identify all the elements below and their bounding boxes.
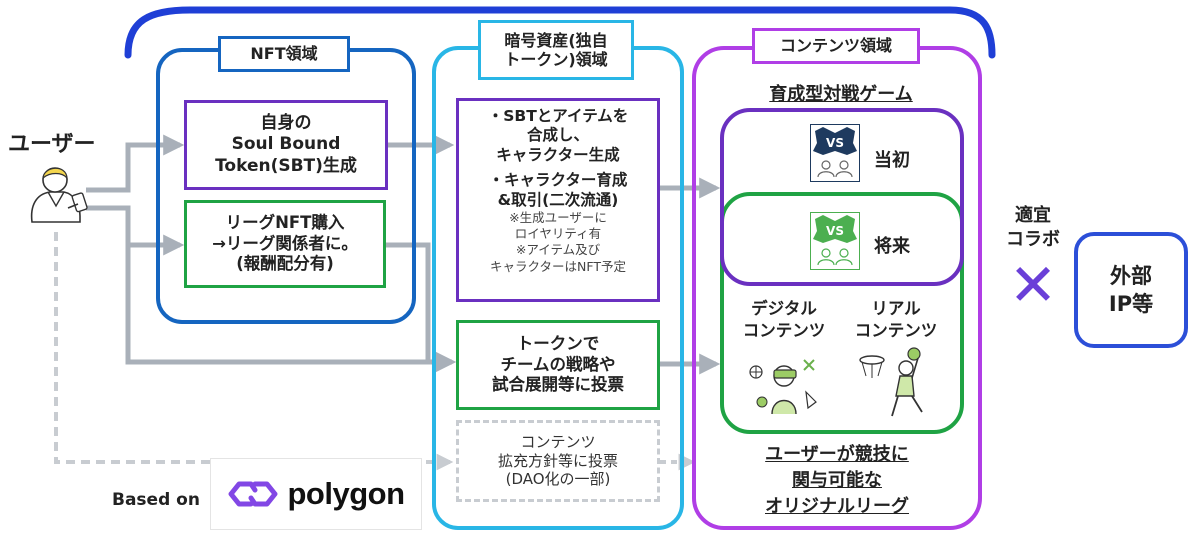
sbt-generation-text: 自身の Soul Bound Token(SBT)生成 [215, 113, 357, 176]
digital-content-label: デジタル コンテンツ [742, 299, 826, 341]
token-vote-text: トークンで チームの戦略や 試合展開等に投票 [492, 334, 624, 395]
svg-text:VS: VS [826, 136, 844, 150]
crypto-main-line-4: ・キャラクター育成 [488, 171, 628, 190]
crypto-main-line-2: 合成し、 [526, 126, 589, 145]
nft-area-title: NFT領域 [218, 36, 350, 72]
dao-vote-text: コンテンツ 拡充方針等に投票 (DAO化の一部) [497, 432, 618, 489]
league-caption-line-3: オリジナルリーグ [765, 496, 909, 518]
collab-cross-icon: ✕ [1008, 251, 1058, 319]
initial-label: 当初 [874, 150, 910, 171]
arrow-user-to-sbt [86, 134, 185, 193]
league-caption-line-1: ユーザーが競技に [765, 444, 909, 465]
original-league-caption: ユーザーが競技に 関与可能な オリジナルリーグ [704, 442, 970, 520]
arrow-user-to-dao-dashed [54, 232, 454, 471]
crypto-note-line-4: キャラクターはNFT予定 [490, 258, 626, 274]
external-ip-text: 外部 IP等 [1108, 263, 1154, 316]
content-area-title: コンテンツ領域 [752, 28, 920, 64]
crypto-main-line-5: &取引(二次流通) [497, 190, 619, 209]
crypto-note-line-1: ※生成ユーザーに [509, 209, 607, 225]
token-vote-box: トークンで チームの戦略や 試合展開等に投票 [456, 320, 660, 410]
vs-badge-icon: VS [810, 124, 860, 182]
league-caption-line-2: 関与可能な [792, 470, 882, 492]
character-generation-box: ・SBTとアイテムを 合成し、 キャラクター生成 ・キャラクター育成 &取引(二… [456, 98, 660, 302]
arrow-user-to-league [86, 205, 185, 256]
polygon-logo-icon [228, 481, 278, 507]
dao-vote-box: コンテンツ 拡充方針等に投票 (DAO化の一部) [456, 420, 660, 502]
real-content-label: リアル コンテンツ [854, 299, 938, 341]
crypto-area-title: 暗号資産(独自 トークン)領域 [478, 20, 634, 80]
crypto-main-line-1: ・SBTとアイテムを [487, 107, 629, 125]
based-on-label: Based on [112, 490, 200, 510]
arrow-league-to-vote [386, 242, 431, 362]
user-label: ユーザー [8, 132, 96, 157]
league-nft-text: リーグNFT購入 →リーグ関係者に。 (報酬配分有) [212, 213, 358, 274]
top-bracket-arc [124, 6, 996, 59]
future-label: 将来 [874, 236, 910, 257]
polygon-logo: polygon [210, 458, 422, 530]
sbt-generation-box: 自身の Soul Bound Token(SBT)生成 [184, 100, 388, 190]
user-with-phone-icon [24, 160, 94, 228]
crypto-note-line-2: ロイヤリティ有 [514, 226, 602, 242]
external-ip-box: 外部 IP等 [1074, 232, 1188, 348]
collab-label: 適宜 コラボ [1006, 205, 1060, 251]
vs-badge-future-icon: VS [810, 212, 860, 270]
basketball-player-icon [856, 346, 940, 420]
crypto-note-line-3: ※アイテム及び [515, 242, 601, 258]
svg-text:VS: VS [826, 224, 844, 238]
game-title: 育成型対戦ゲーム [769, 84, 913, 105]
game-container [720, 108, 964, 286]
crypto-main-line-3: キャラクター生成 [496, 145, 620, 164]
vr-player-icon [744, 352, 824, 420]
polygon-logo-text: polygon [287, 476, 405, 511]
arrow-user-to-vote [125, 245, 457, 373]
league-nft-box: リーグNFT購入 →リーグ関係者に。 (報酬配分有) [184, 200, 386, 288]
